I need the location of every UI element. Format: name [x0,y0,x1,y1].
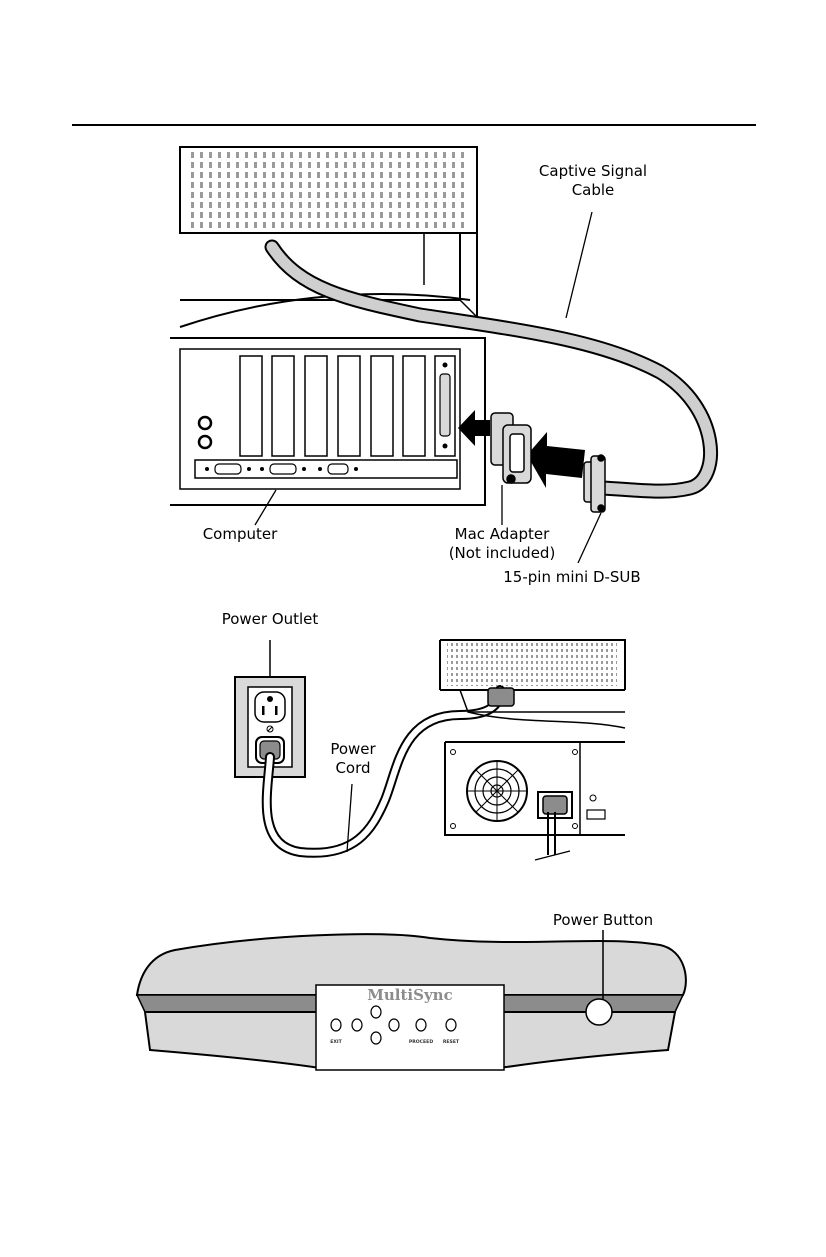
power-button[interactable] [586,999,612,1025]
power-outlet-label: Power Outlet [210,610,330,629]
arrow-to-adapter [527,432,585,488]
power-cord-label: Power Cord [318,740,388,778]
fan-grille [467,761,527,821]
dsub-label: 15-pin mini D-SUB [487,568,657,587]
monitor-back-top [180,147,480,330]
power-cord-label-line2: Cord [318,759,388,778]
monitor-power-panel [445,742,625,860]
power-button-label: Power Button [543,911,663,930]
computer-rear-panel [170,338,485,505]
exit-label: EXIT [330,1039,342,1045]
leader-signal-cable [566,212,592,318]
mac-adapter-label-line1: Mac Adapter [432,525,572,544]
dsub-connector [584,455,605,512]
power-cord-label-line1: Power [318,740,388,759]
captive-signal-label-line2: Cable [518,181,668,200]
video-port [435,356,455,456]
brand-logo: MultiSync [367,986,452,1004]
proceed-label: PROCEED [409,1039,433,1045]
captive-signal-cable-label: Captive Signal Cable [518,162,668,200]
mac-adapter-label-line2: (Not included) [432,544,572,563]
computer-label: Computer [190,525,290,544]
captive-signal-label-line1: Captive Signal [518,162,668,181]
reset-label: RESET [443,1039,460,1045]
leader-dsub [578,513,601,563]
io-ports [195,460,457,478]
leader-computer [255,490,276,525]
mac-adapter-label: Mac Adapter (Not included) [432,525,572,563]
front-control-panel: MultiSync EXIT PROCEED RESET [316,985,504,1070]
mac-adapter [491,413,531,483]
